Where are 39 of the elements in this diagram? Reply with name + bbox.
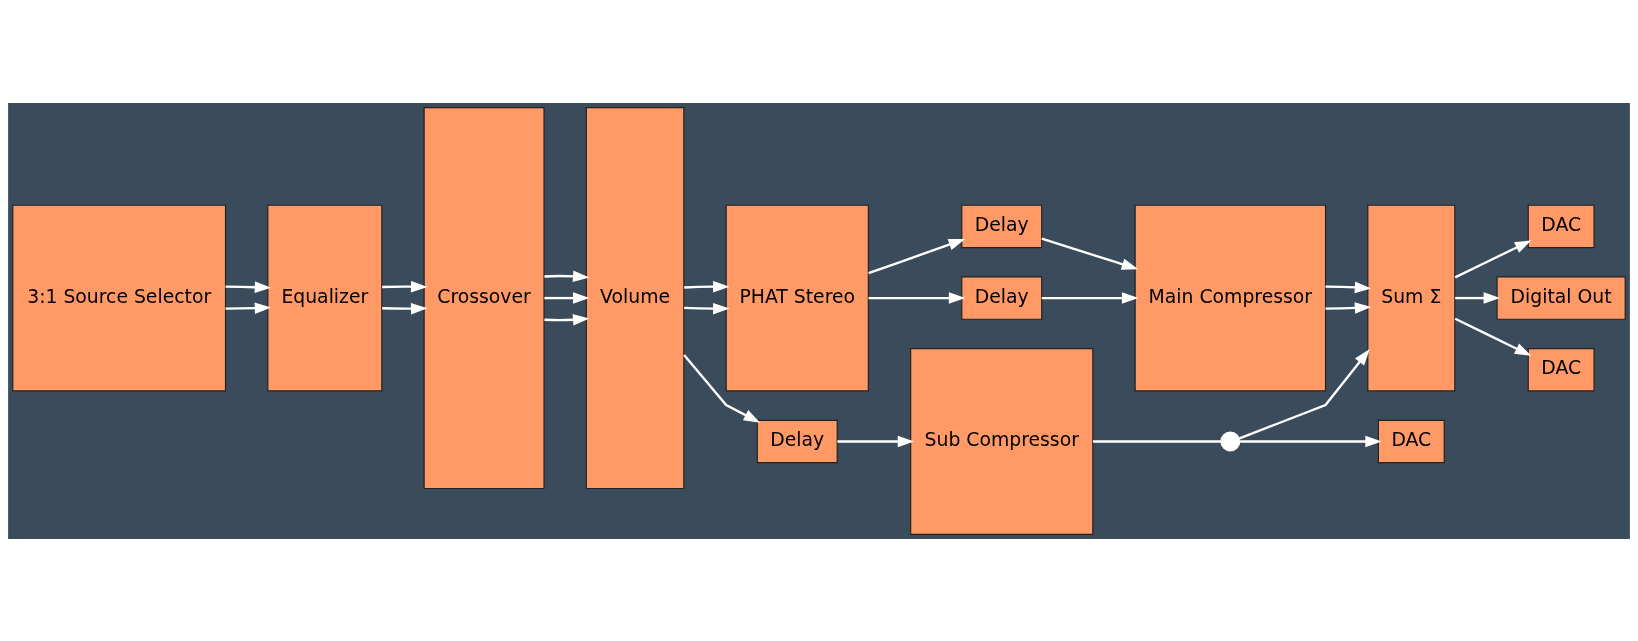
arrow	[1454, 317, 1532, 356]
arrow	[225, 301, 272, 314]
arrow	[1325, 301, 1372, 314]
arrow	[225, 280, 272, 293]
arrow	[1041, 291, 1139, 304]
arrow	[1041, 237, 1139, 270]
arrow	[1455, 291, 1501, 304]
node-box: Delay	[756, 419, 838, 463]
arrow	[544, 313, 590, 326]
arrow	[684, 280, 730, 292]
node-box: Crossover	[423, 106, 545, 489]
node-box: DAC	[1527, 204, 1595, 248]
arrow	[1239, 348, 1370, 439]
node-box: Delay	[961, 204, 1043, 248]
arrow	[684, 302, 730, 314]
arrow	[544, 270, 590, 282]
node-box: Sub Compressor	[910, 347, 1094, 535]
node-box: Main Compressor	[1134, 204, 1327, 391]
node-box: Digital Out	[1496, 275, 1626, 320]
arrow	[868, 291, 966, 304]
node-box: DAC	[1377, 419, 1445, 463]
node-box: Equalizer	[267, 204, 383, 391]
node-box: PHAT Stereo	[725, 204, 869, 391]
node-circle	[1220, 430, 1241, 451]
arrow	[382, 280, 428, 292]
connector	[1092, 439, 1221, 443]
arrow	[1325, 281, 1372, 293]
arrow	[382, 302, 428, 314]
arrow	[868, 238, 966, 274]
arrow	[1240, 435, 1382, 447]
arrow	[683, 353, 761, 423]
arrow	[837, 435, 915, 447]
node-box: Delay	[961, 275, 1043, 320]
arrow	[1454, 239, 1532, 278]
node-box: Sum Σ	[1367, 204, 1456, 391]
node-box: DAC	[1527, 347, 1595, 391]
arrow	[544, 291, 590, 304]
node-box: 3:1 Source Selector	[12, 204, 227, 391]
node-box: Volume	[585, 106, 685, 489]
